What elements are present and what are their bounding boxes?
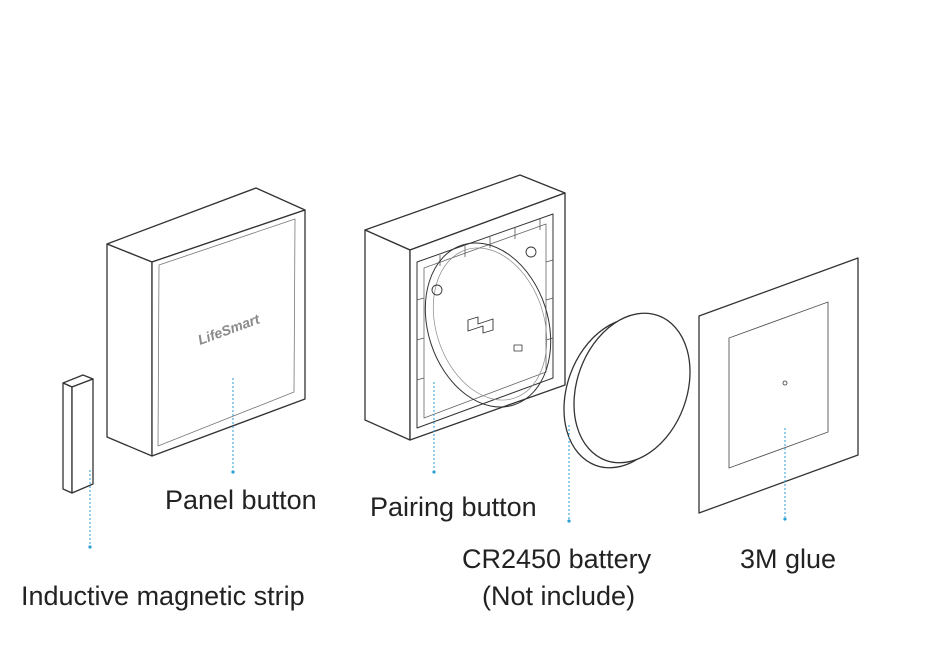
- panel-button-label: Panel button: [165, 485, 317, 515]
- leader-lines: [88, 378, 787, 549]
- glue-label: 3M glue: [740, 544, 837, 574]
- battery-disc: [563, 312, 691, 469]
- battery-label-line1: CR2450 battery: [462, 544, 652, 574]
- panel-button-device: LifeSmart: [106, 187, 306, 457]
- battery-label-line2: (Not include): [482, 581, 636, 611]
- magnetic-strip-device: [62, 374, 94, 494]
- pairing-housing-device: [364, 174, 566, 441]
- pairing-button-label: Pairing button: [370, 492, 537, 522]
- magnetic-strip-label: Inductive magnetic strip: [21, 581, 305, 611]
- glue-sheet: [698, 257, 859, 514]
